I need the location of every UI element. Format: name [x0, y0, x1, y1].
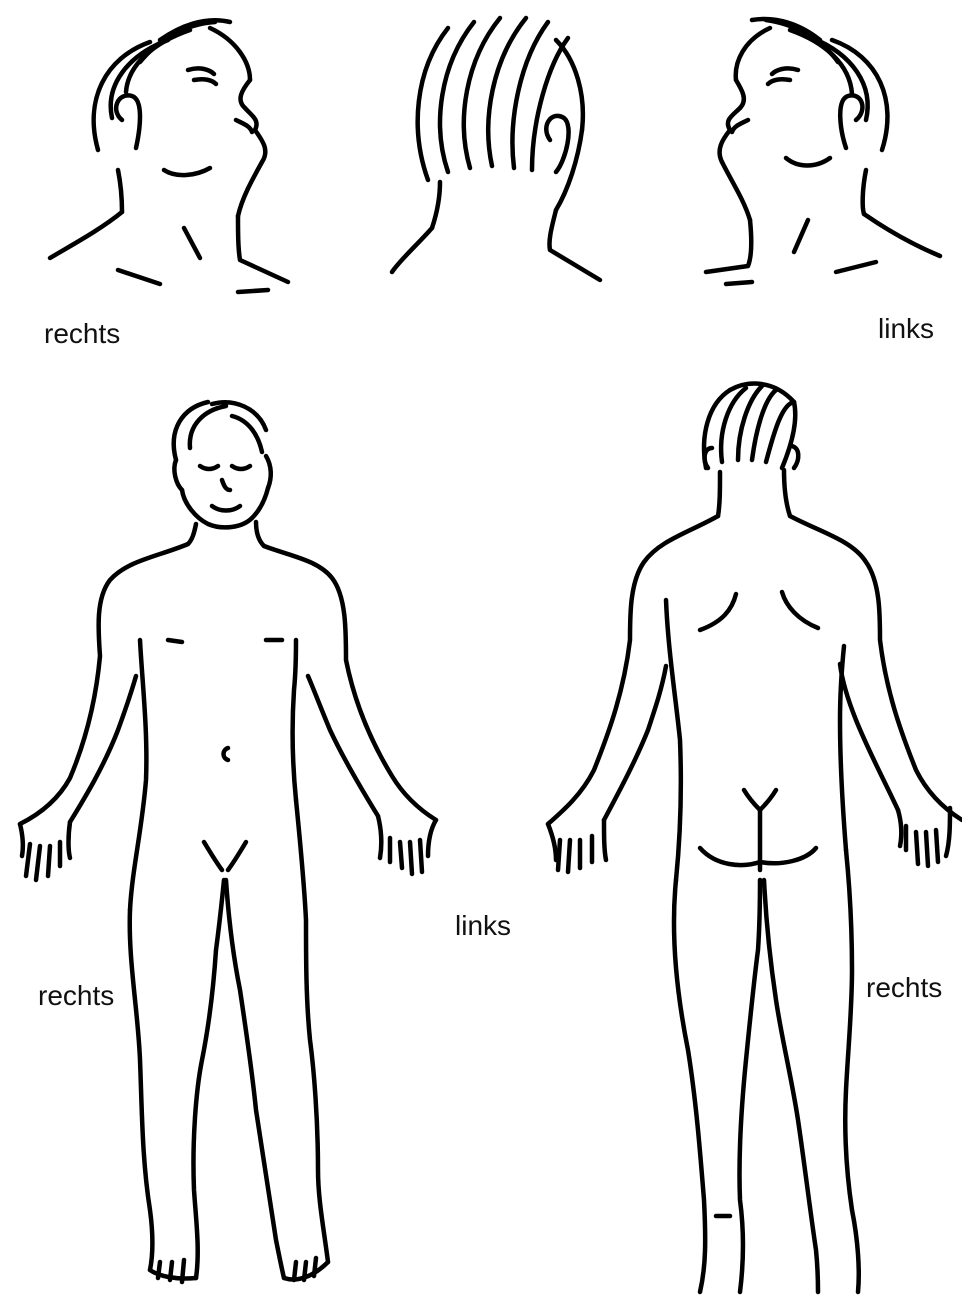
label-body-front-right: rechts [38, 980, 114, 1011]
label-body-center-left: links [455, 910, 511, 941]
body-front-view [20, 402, 436, 1282]
label-head-left: links [878, 313, 934, 344]
label-head-right: rechts [44, 318, 120, 349]
head-back-view [392, 18, 600, 280]
label-body-back-right: rechts [866, 972, 942, 1003]
head-right-side-view [50, 20, 288, 292]
body-back-view [548, 384, 962, 1292]
head-left-side-view [706, 19, 940, 284]
